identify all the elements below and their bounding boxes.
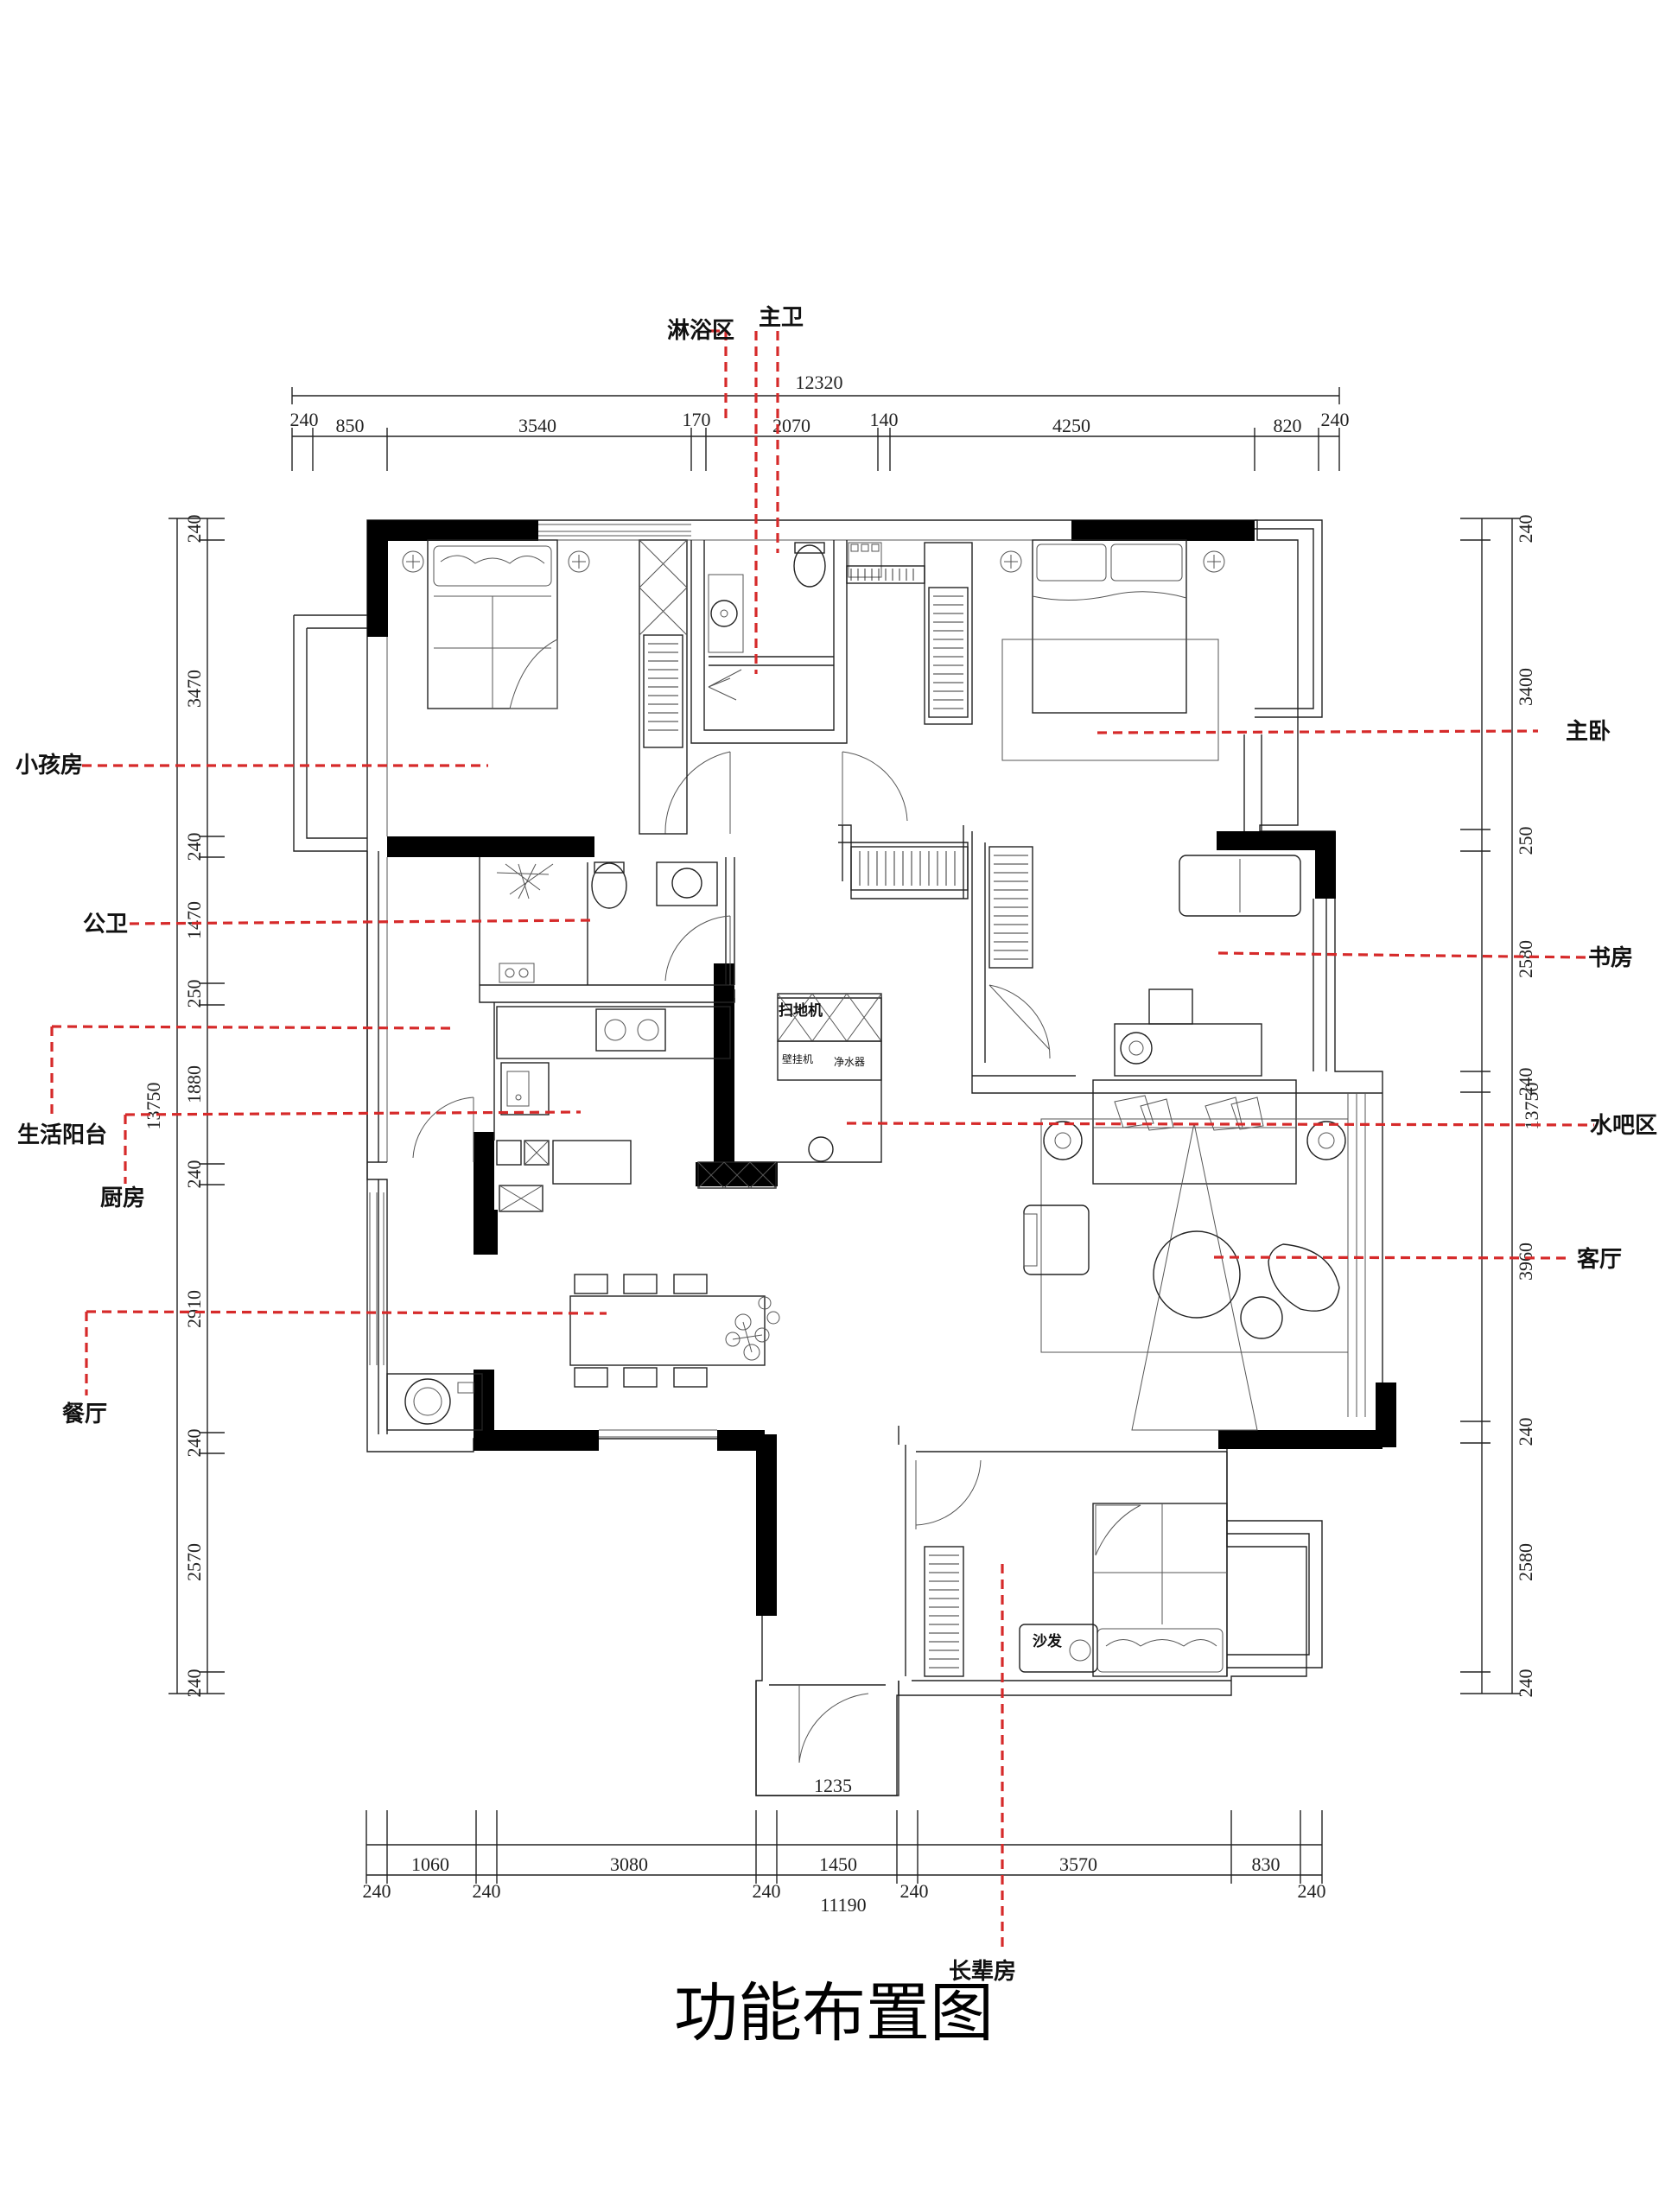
label-dining: 餐厅 xyxy=(62,1402,107,1427)
dim-left-9: 2570 xyxy=(183,1543,205,1581)
dim-left-7: 2910 xyxy=(183,1290,205,1328)
dim-bottom-total: 11190 xyxy=(820,1894,866,1916)
dim-right-1: 3400 xyxy=(1515,668,1536,706)
dim-right-total: 13750 xyxy=(1521,1083,1542,1130)
walls xyxy=(293,519,1396,1796)
dining-furniture xyxy=(386,1274,780,1431)
label-sofa: 沙发 xyxy=(1033,1632,1063,1650)
public-bath-fixtures xyxy=(496,861,718,985)
dim-left-1: 3470 xyxy=(183,670,205,708)
dim-right-2: 250 xyxy=(1515,827,1536,855)
dim-bottom-upper-3: 3570 xyxy=(1059,1853,1097,1875)
label-utility-balcony: 生活阳台 xyxy=(17,1122,107,1148)
dim-right-8: 240 xyxy=(1515,1669,1536,1698)
dim-bottom-lower-3: 240 xyxy=(900,1880,929,1902)
label-shower-area: 淋浴区 xyxy=(667,318,734,344)
dim-top-3: 170 xyxy=(683,409,711,430)
dim-top-7: 820 xyxy=(1274,415,1302,436)
study-furniture xyxy=(850,846,1301,1077)
label-elder-room: 长辈房 xyxy=(949,1959,1016,1985)
dim-bottom-lower-4: 240 xyxy=(1298,1880,1326,1902)
kids-room-furniture xyxy=(402,539,688,835)
label-master-bath: 主卫 xyxy=(759,305,804,331)
dim-left-0: 240 xyxy=(183,515,205,543)
dim-left-4: 250 xyxy=(183,980,205,1008)
dim-top-2: 3540 xyxy=(518,415,556,436)
kitchen-furniture: 扫地机 壁挂机 净水器 xyxy=(496,993,882,1212)
dim-right-0: 240 xyxy=(1515,515,1536,543)
dim-left-6: 240 xyxy=(183,1160,205,1189)
dim-right-6: 240 xyxy=(1515,1418,1536,1446)
dim-right-3: 2580 xyxy=(1515,940,1536,978)
dim-top-total: 12320 xyxy=(796,372,843,393)
dim-top-1: 850 xyxy=(336,415,365,436)
room-labels: 淋浴区 主卫 小孩房 主卧 公卫 书房 生活阳台 水吧区 厨房 客厅 餐厅 长辈… xyxy=(16,305,1657,1985)
dim-right-7: 2580 xyxy=(1515,1543,1536,1581)
windows xyxy=(369,524,1366,1438)
dim-bottom-lower-0: 240 xyxy=(363,1880,391,1902)
dim-top-6: 4250 xyxy=(1052,415,1090,436)
dim-top-8: 240 xyxy=(1321,409,1350,430)
dim-left-2: 240 xyxy=(183,833,205,861)
dim-door-width: 1235 xyxy=(814,1775,852,1796)
dim-bottom-upper-4: 830 xyxy=(1252,1853,1281,1875)
plant-icon xyxy=(725,1296,780,1361)
dim-bottom-lower-1: 240 xyxy=(473,1880,501,1902)
dim-top-0: 240 xyxy=(290,409,319,430)
dim-left-8: 240 xyxy=(183,1429,205,1458)
right-dimension-line: 13750 240 3400 250 2580 240 3960 240 258… xyxy=(1460,515,1542,1698)
dim-left-5: 1880 xyxy=(183,1065,205,1103)
label-robot-vacuum: 扫地机 xyxy=(779,1001,823,1020)
bottom-dimension-line: 1060 3080 1450 3570 830 240 240 240 240 … xyxy=(363,1775,1326,1916)
dim-left-3: 1470 xyxy=(183,901,205,939)
label-master-bedroom: 主卧 xyxy=(1566,719,1611,745)
dim-bottom-upper-2: 1450 xyxy=(819,1853,857,1875)
master-bedroom-furniture xyxy=(846,539,1225,761)
dim-top-5: 140 xyxy=(870,409,899,430)
label-dishwasher: 壁挂机 xyxy=(782,1052,813,1065)
page-title: 功能布置图 xyxy=(674,1976,994,2050)
label-study: 书房 xyxy=(1588,945,1633,971)
doors xyxy=(412,751,1051,1764)
master-bath-fixtures xyxy=(708,542,826,701)
dim-left-10: 240 xyxy=(183,1669,205,1698)
dim-bottom-upper-1: 3080 xyxy=(610,1853,648,1875)
label-kitchen: 厨房 xyxy=(100,1185,145,1211)
label-water-bar: 水吧区 xyxy=(1590,1113,1657,1139)
label-water-purifier: 净水器 xyxy=(834,1056,865,1068)
label-kids-room: 小孩房 xyxy=(16,752,83,779)
dim-right-4: 240 xyxy=(1515,1068,1536,1096)
dim-right-5: 3960 xyxy=(1515,1243,1536,1281)
label-public-bath: 公卫 xyxy=(83,912,128,938)
dim-bottom-lower-2: 240 xyxy=(753,1880,781,1902)
top-dimension-line: 12320 240 850 3540 170 2070 140 4250 820… xyxy=(290,372,1350,471)
living-room-furniture xyxy=(1023,1079,1349,1431)
elder-room-furniture: 沙发 xyxy=(924,1503,1228,1677)
left-dimension-line: 13750 240 3470 240 1470 250 1880 240 291… xyxy=(143,515,225,1698)
dim-left-total: 13750 xyxy=(143,1083,164,1130)
label-living-room: 客厅 xyxy=(1577,1246,1622,1273)
leader-lines xyxy=(50,329,1595,1948)
dim-bottom-upper-0: 1060 xyxy=(411,1853,449,1875)
